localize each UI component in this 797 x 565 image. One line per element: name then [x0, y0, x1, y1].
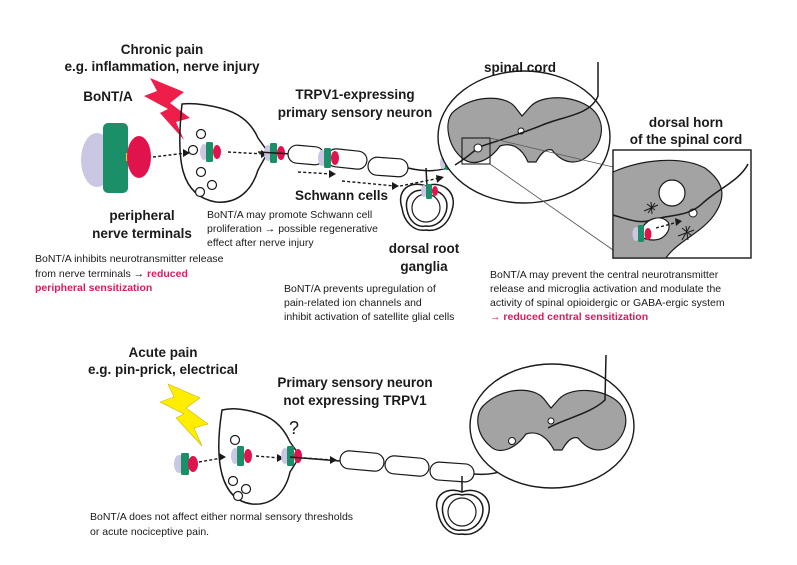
- arrow-terminal-to-axon: [255, 455, 281, 459]
- toxin-small-icon: [231, 446, 252, 466]
- arrow-head-icon: [675, 218, 682, 226]
- drg-label-line2: ganglia: [400, 259, 448, 274]
- microglia-icon: [643, 201, 695, 241]
- arrow-axon: [341, 180, 396, 187]
- arrow-axon: [399, 177, 441, 187]
- toxin-small-icon: [632, 225, 652, 242]
- schwann-title: Schwann cells: [295, 188, 388, 203]
- peripheral-note-line2: from nerve terminals → reduced: [35, 268, 188, 280]
- vesicle: [194, 186, 206, 198]
- schwann-note-line2: proliferation → possible regenerative: [207, 223, 378, 235]
- dorsal-horn-label-line1: dorsal horn: [649, 115, 723, 130]
- schwann-cell: [339, 450, 385, 472]
- schwann-cell: [367, 156, 409, 178]
- vesicle: [195, 128, 207, 140]
- toxin-green-domain: [103, 123, 128, 193]
- dorsal-root-ganglion-bottom: [435, 476, 491, 536]
- trpv1-label-line2: primary sensory neuron: [278, 105, 433, 120]
- peripheral-terminal-bottom: [218, 407, 301, 505]
- peripheral-label-line2: nerve terminals: [92, 226, 192, 241]
- zoom-line: [489, 163, 614, 251]
- non-trpv1-label-line1: Primary sensory neuron: [277, 375, 432, 390]
- arrow-head-icon: [392, 182, 399, 190]
- toxin-small-icon: [421, 184, 438, 199]
- chronic-pain-bolt-icon: [144, 78, 190, 140]
- spinal-cord-top: [437, 62, 611, 204]
- toxin-small-icon: [200, 142, 221, 162]
- vesicle: [187, 144, 199, 156]
- axon-segment: [257, 151, 293, 155]
- chronic-pain-title: Chronic pain: [121, 42, 204, 57]
- trpv1-label-line1: TRPV1-expressing: [295, 87, 414, 102]
- zoom-box: [461, 137, 491, 165]
- toxin-small-icon: [174, 453, 198, 475]
- zoom-line: [489, 137, 614, 168]
- arrow-head-icon: [436, 175, 444, 183]
- schwann-note-line1: BoNT/A may promote Schwann cell: [207, 209, 372, 221]
- drg-note-line1: BoNT/A prevents upregulation of: [284, 283, 436, 295]
- dorsal-horn-label-line2: of the spinal cord: [630, 132, 743, 147]
- acute-note-line2: or acute nociceptive pain.: [90, 526, 209, 538]
- central-note-line2: release and microglia activation and mod…: [490, 283, 721, 295]
- toxin-red-domain: [127, 136, 151, 178]
- arrow-head-icon: [277, 454, 284, 462]
- peripheral-terminal: [178, 102, 269, 203]
- acute-pain-title: Acute pain: [128, 345, 197, 360]
- dorsal-horn-inset: [612, 149, 752, 259]
- peripheral-label-line1: peripheral: [109, 208, 174, 223]
- bont-label: BoNT/A: [83, 89, 133, 104]
- vesicle: [206, 179, 218, 191]
- central-note-line4: → reduced central sensitization: [490, 311, 648, 323]
- schwann-cell: [429, 461, 475, 483]
- acute-pain-subtitle: e.g. pin-prick, electrical: [88, 362, 238, 377]
- chronic-pain-subtitle: e.g. inflammation, nerve injury: [64, 59, 260, 74]
- bont-a-molecule: [81, 123, 151, 193]
- drg-note-line2: pain-related ion channels and: [284, 297, 422, 309]
- acute-pain-bolt-icon: [159, 383, 209, 447]
- arrow-axon: [297, 171, 333, 175]
- schwann-note-line3: effect after nerve injury: [207, 237, 314, 249]
- question-mark: ?: [289, 418, 299, 438]
- vesicle: [240, 483, 252, 495]
- central-note-line1: BoNT/A may prevent the central neurotran…: [490, 269, 719, 281]
- drg-note-line3: inhibit activation of satellite glial ce…: [284, 311, 454, 323]
- spinal-cord-bottom: [469, 354, 635, 489]
- vesicle: [227, 475, 239, 487]
- arrow-release: [655, 221, 679, 229]
- peripheral-note-line3: peripheral sensitization: [35, 282, 152, 294]
- toxin-small-icon: [318, 148, 339, 168]
- central-note-line3: activity of spinal opioidergic or GABA-e…: [490, 297, 725, 309]
- axon-segment: [289, 456, 341, 462]
- non-trpv1-label-line2: not expressing TRPV1: [283, 393, 427, 408]
- arrow-head-icon: [329, 170, 336, 178]
- drg-label-line1: dorsal root: [389, 241, 460, 256]
- peripheral-note-line1: BoNT/A inhibits neurotransmitter release: [35, 253, 224, 265]
- vesicle: [232, 490, 244, 502]
- acute-note-line1: BoNT/A does not affect either normal sen…: [90, 511, 353, 523]
- vesicle: [229, 434, 241, 446]
- spinal-cord-label: spinal cord: [484, 60, 556, 75]
- dorsal-root-ganglion: [399, 167, 455, 232]
- arrow-head-icon: [219, 453, 226, 461]
- schwann-cell: [384, 455, 430, 477]
- arrow-toxin-to-terminal: [198, 457, 223, 463]
- toxin-small-icon: [281, 446, 302, 466]
- arrow-head-icon: [183, 149, 190, 157]
- arrow-terminal-to-axon: [227, 151, 265, 155]
- vesicle: [195, 166, 207, 178]
